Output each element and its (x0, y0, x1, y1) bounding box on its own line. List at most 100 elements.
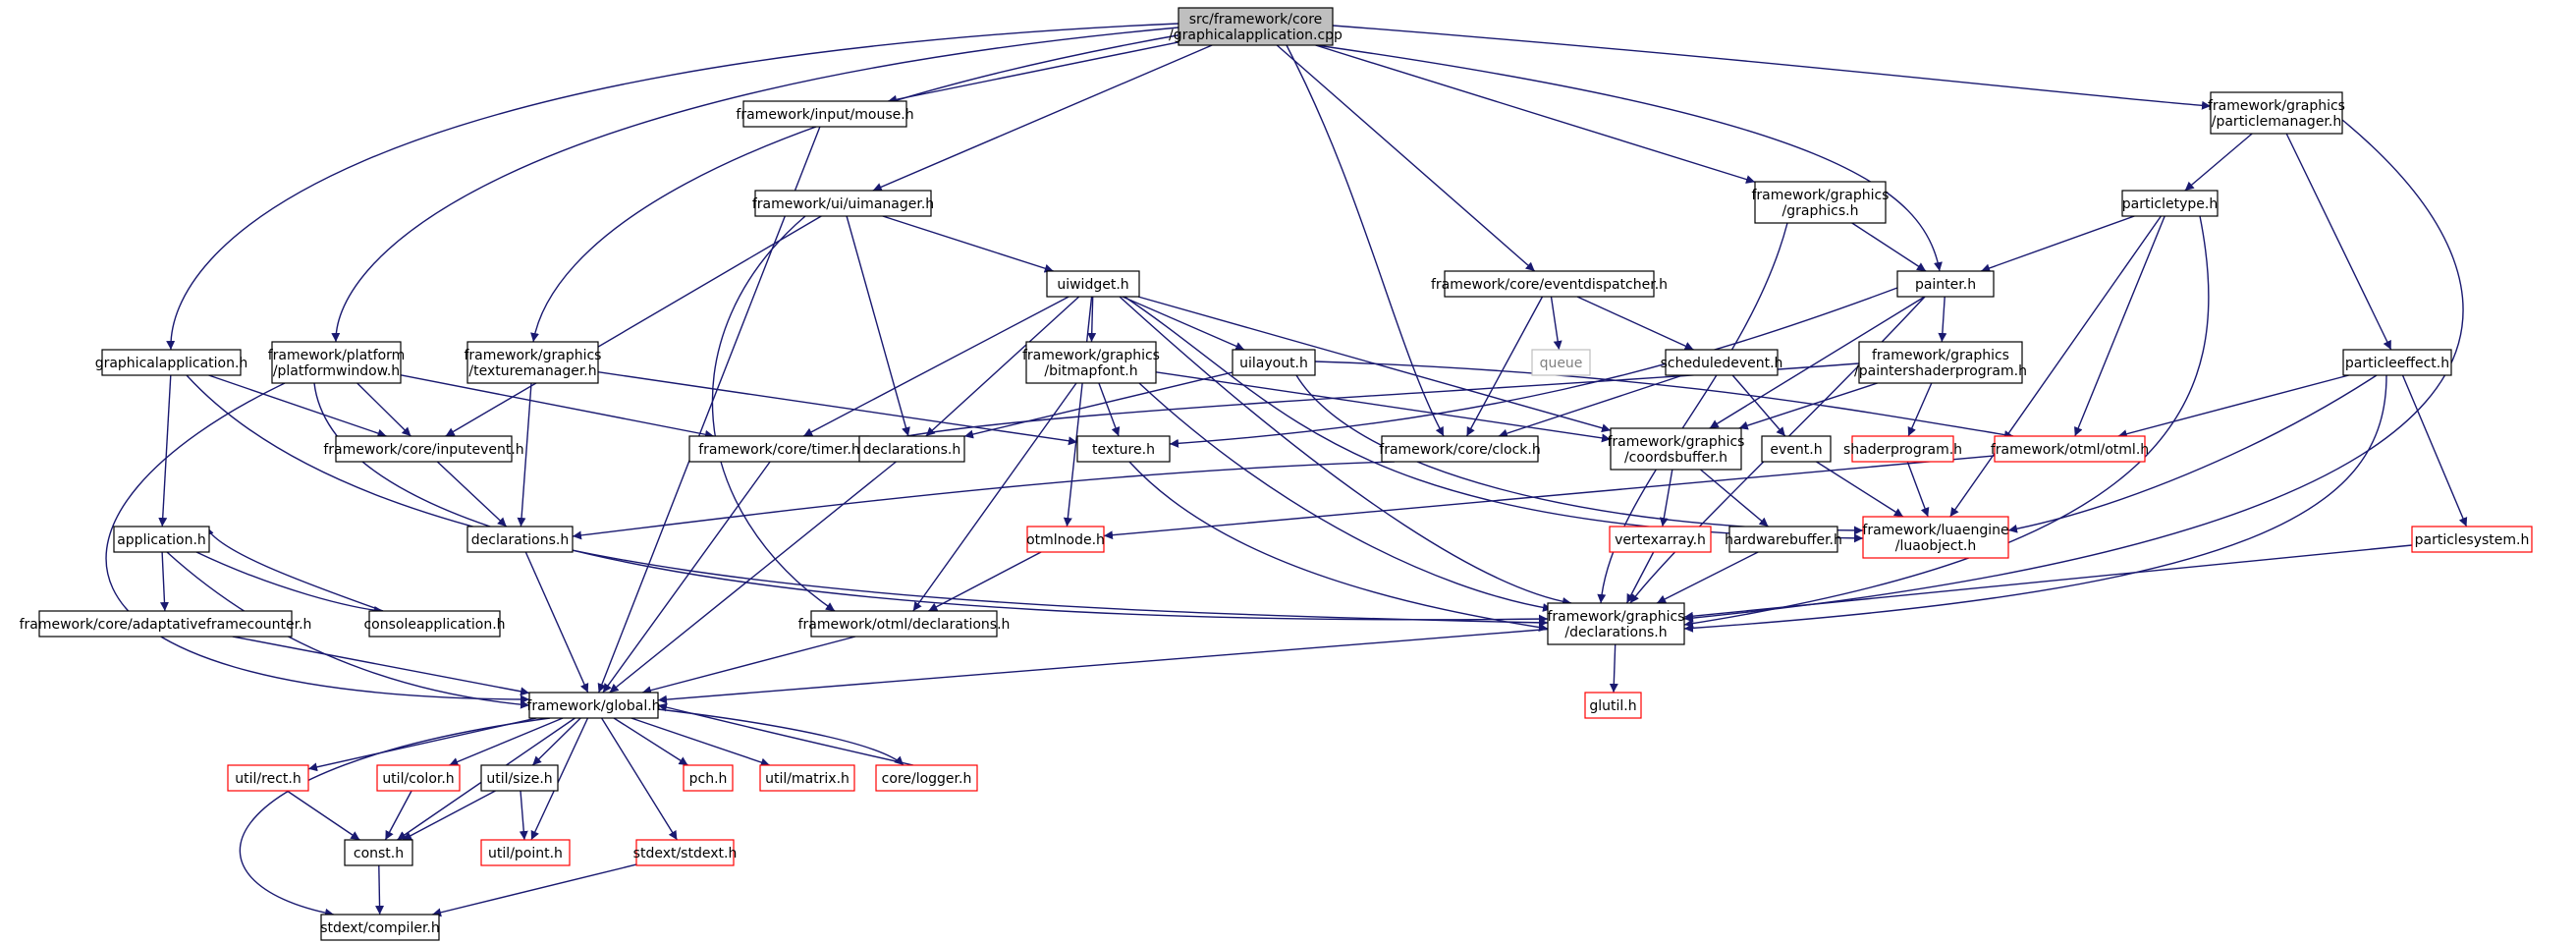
node-label: /coordsbuffer.h (1624, 450, 1727, 466)
node-consoleapplication[interactable]: consoleapplication.h (363, 610, 506, 638)
node-particletype[interactable]: particletype.h (2121, 190, 2219, 217)
node-label: /graphics.h (1782, 203, 1859, 219)
node-label: framework/graphics (1022, 348, 1160, 363)
node-matrix[interactable]: util/matrix.h (759, 764, 855, 792)
node-texture[interactable]: texture.h (1076, 435, 1171, 463)
node-clock[interactable]: framework/core/clock.h (1379, 435, 1541, 463)
node-coordsbuffer[interactable]: framework/graphics/coordsbuffer.h (1608, 427, 1745, 471)
edge-uilayout-to-otml (1314, 361, 2014, 440)
edge-root-to-graphicalapplication_h (166, 23, 1179, 351)
edge-particletype-to-luaobject (1949, 215, 2162, 518)
node-rect[interactable]: util/rect.h (227, 764, 309, 792)
edge-uimanager-to-declarations_ui (846, 215, 910, 437)
node-label: /particlemanager.h (2212, 114, 2341, 130)
node-label: /texturemanager.h (468, 363, 596, 379)
node-graphics[interactable]: framework/graphics/graphics.h (1752, 181, 1890, 224)
node-box (113, 526, 210, 553)
node-uimanager[interactable]: framework/ui/uimanager.h (752, 190, 934, 217)
node-label: util/matrix.h (765, 771, 850, 787)
node-scheduledevent[interactable]: scheduledevent.h (1661, 349, 1783, 376)
node-pch[interactable]: pch.h (683, 764, 734, 792)
node-color[interactable]: util/color.h (376, 764, 461, 792)
node-particlesystem[interactable]: particlesystem.h (2411, 526, 2533, 553)
node-stdext[interactable]: stdext/stdext.h (633, 839, 738, 866)
node-uiwidget[interactable]: uiwidget.h (1046, 270, 1140, 298)
node-eventdispatcher[interactable]: framework/core/eventdispatcher.h (1431, 270, 1668, 298)
node-label: src/framework/core (1189, 12, 1323, 28)
node-box (480, 839, 571, 866)
node-box (754, 190, 932, 217)
node-point[interactable]: util/point.h (480, 839, 571, 866)
node-painter[interactable]: painter.h (1896, 270, 1995, 298)
node-vertexarray[interactable]: vertexarray.h (1609, 526, 1712, 553)
edge-uimanager-to-uiwidget (882, 215, 1054, 273)
node-box (683, 764, 734, 792)
node-inputevent[interactable]: framework/core/inputevent.h (323, 435, 524, 463)
node-otml[interactable]: framework/otml/otml.h (1991, 435, 2149, 463)
node-graphics_declarations[interactable]: framework/graphics/declarations.h (1547, 602, 1685, 645)
edge-application-to-global (166, 551, 530, 709)
edge-particleeffect-to-otml (2117, 374, 2349, 439)
node-graphicalapplication_h[interactable]: graphicalapplication.h (95, 349, 248, 376)
edge-global-to-stdext (601, 717, 678, 841)
node-particleeffect[interactable]: particleeffect.h (2342, 349, 2452, 376)
node-root[interactable]: src/framework/core/graphicalapplication.… (1169, 7, 1343, 46)
edge-inputevent-to-declarations_core (436, 461, 508, 528)
node-box (1851, 435, 1954, 463)
node-box (466, 341, 599, 384)
edge-color-to-const (384, 790, 412, 841)
node-uilayout[interactable]: uilayout.h (1232, 349, 1316, 376)
node-paintershaderprogram[interactable]: framework/graphics/paintershaderprogram.… (1854, 341, 2027, 384)
edge-size-to-point (519, 790, 528, 841)
node-hardwarebuffer[interactable]: hardwarebuffer.h (1725, 526, 1842, 553)
node-otml_declarations[interactable]: framework/otml/declarations.h (798, 610, 1011, 638)
node-logger[interactable]: core/logger.h (875, 764, 978, 792)
node-otmlnode[interactable]: otmlnode.h (1026, 526, 1105, 553)
node-mouse[interactable]: framework/input/mouse.h (736, 100, 914, 128)
node-adaptiveframecounter[interactable]: framework/core/adaptativeframecounter.h (20, 610, 312, 638)
edge-uiwidget-to-otmlnode (1063, 296, 1093, 528)
edge-bitmapfont-to-texture (1098, 382, 1121, 437)
node-box (344, 839, 413, 866)
node-label: declarations.h (471, 532, 569, 548)
edge-eventdispatcher-to-scheduledevent (1576, 296, 1694, 351)
node-size[interactable]: util/size.h (480, 764, 559, 792)
node-const[interactable]: const.h (344, 839, 413, 866)
nodes-layer: src/framework/core/graphicalapplication.… (20, 7, 2533, 941)
node-label: scheduledevent.h (1661, 356, 1783, 371)
node-label: stdext/compiler.h (320, 920, 440, 936)
edge-root-to-graphics (1315, 44, 1756, 184)
node-platformwindow[interactable]: framework/platform/platformwindow.h (268, 341, 406, 384)
node-label: framework/core/eventdispatcher.h (1431, 277, 1668, 293)
node-application[interactable]: application.h (113, 526, 210, 553)
node-box (858, 435, 965, 463)
node-label: framework/core/timer.h (698, 442, 860, 458)
edge-root-to-uimanager (872, 44, 1213, 192)
edge-rect-to-const (286, 790, 360, 841)
edge-shaderprogram-to-luaobject (1906, 461, 1930, 518)
node-glutil[interactable]: glutil.h (1584, 692, 1642, 719)
node-particlemanager[interactable]: framework/graphics/particlemanager.h (2208, 91, 2345, 135)
node-box (1994, 435, 2146, 463)
node-compiler[interactable]: stdext/compiler.h (320, 914, 440, 941)
edge-root-to-clock (1286, 44, 1445, 437)
node-box (1025, 341, 1157, 384)
edge-clock-to-declarations_core (572, 461, 1396, 540)
node-label: consoleapplication.h (363, 617, 505, 633)
edge-otml_declarations-to-global (641, 636, 856, 695)
node-box (1728, 526, 1838, 553)
node-declarations_ui[interactable]: declarations.h (858, 435, 965, 463)
node-event[interactable]: event.h (1761, 435, 1832, 463)
edge-platformwindow-to-graphics_declarations (313, 382, 1549, 624)
node-texturemanager[interactable]: framework/graphics/texturemanager.h (465, 341, 602, 384)
node-label: framework/luaengine (1862, 523, 2008, 538)
node-bitmapfont[interactable]: framework/graphics/bitmapfont.h (1022, 341, 1160, 384)
node-timer[interactable]: framework/core/timer.h (688, 435, 870, 463)
node-box (1858, 341, 2023, 384)
node-declarations_core[interactable]: declarations.h (466, 526, 574, 553)
node-global[interactable]: framework/global.h (526, 692, 661, 719)
node-shaderprogram[interactable]: shaderprogram.h (1843, 435, 1962, 463)
edge-platformwindow-to-timer (400, 374, 715, 439)
node-luaobject[interactable]: framework/luaengine/luaobject.h (1862, 516, 2009, 559)
